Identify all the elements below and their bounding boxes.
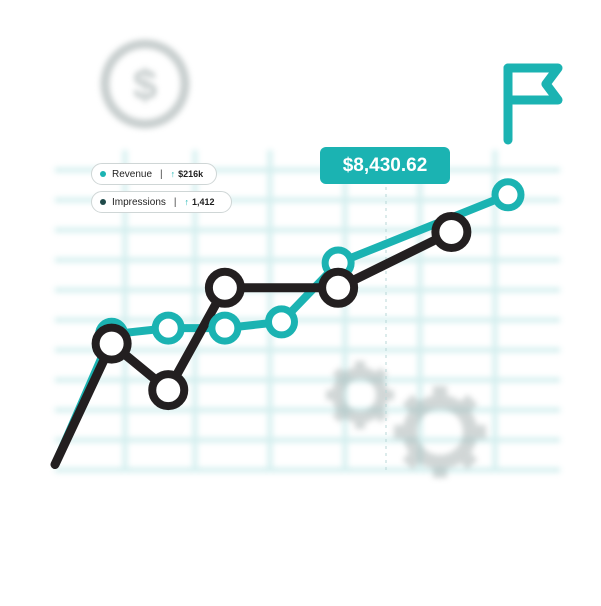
legend-impressions: Impressions | ↑ 1,412 [91,191,232,213]
impressions-dot [100,199,106,205]
data-point-revenue [208,311,242,345]
legend-separator: | [160,168,163,180]
value-callout: $8,430.62 [320,147,450,184]
legend-revenue-change: $216k [178,169,204,179]
up-arrow-icon: ↑ [184,197,190,207]
legend-impressions-change: 1,412 [192,197,215,207]
legend-revenue: Revenue | ↑ $216k [91,163,217,185]
data-point-revenue [151,311,185,345]
dollar-coin-icon: $ [100,39,190,129]
svg-text:$: $ [133,61,157,110]
flag-icon [503,63,563,145]
legend-revenue-label: Revenue [112,168,153,180]
series-line-impressions [50,227,456,469]
series-layer [50,178,525,469]
legend-impressions-label: Impressions [112,196,166,208]
data-point-impressions [204,267,245,308]
legend-separator: | [173,196,177,208]
data-point-impressions [148,370,189,411]
data-point-impressions [318,267,359,308]
data-point-impressions [431,212,472,252]
data-point-revenue [491,178,525,212]
data-point-revenue [265,305,298,339]
up-arrow-icon: ↑ [170,169,176,179]
revenue-dot [100,171,106,177]
data-point-impressions [91,323,132,364]
